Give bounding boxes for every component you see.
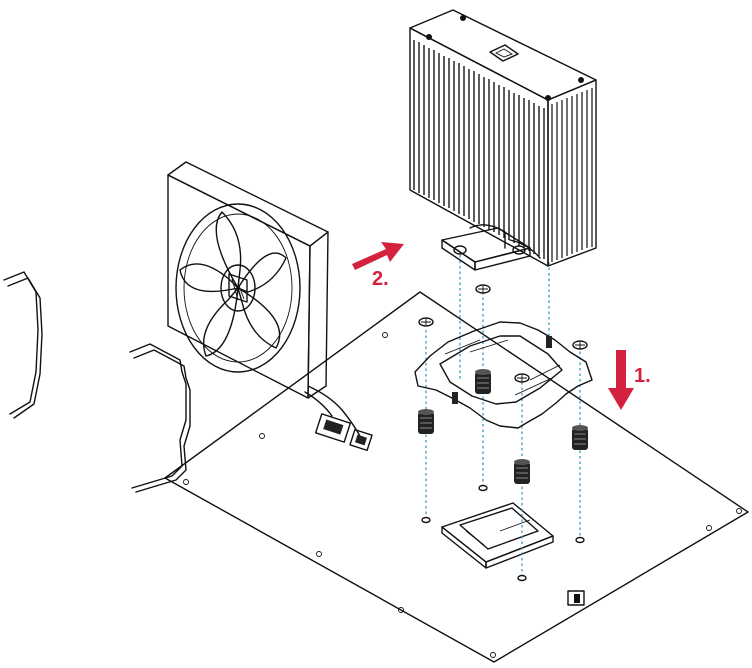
step-1-arrow <box>608 350 634 410</box>
mounting-screws <box>418 284 588 383</box>
motherboard <box>164 291 749 663</box>
mounting-bracket <box>414 321 593 429</box>
cooling-fan <box>167 161 373 452</box>
standoff-nut <box>475 369 491 394</box>
heatsink-tower <box>409 9 597 271</box>
backplate-holes <box>421 484 585 582</box>
screw <box>418 317 434 327</box>
motherboard-mounting-holes <box>183 332 742 658</box>
screw <box>475 284 491 294</box>
step-1-label: 1. <box>634 365 651 387</box>
alignment-guides <box>425 255 581 576</box>
fan-clip-left <box>3 271 43 419</box>
fan-blades <box>179 211 287 357</box>
heatsink-fins <box>413 40 593 262</box>
heatsink-logo-icon <box>489 44 519 62</box>
standoff-nut <box>418 409 434 434</box>
heatsink-base <box>441 224 541 271</box>
step-2-arrow <box>352 242 404 270</box>
fan-logo-icon <box>220 264 256 312</box>
screw <box>572 340 588 350</box>
standoff-nuts <box>418 369 588 484</box>
screw <box>514 373 530 383</box>
fan-clip-right <box>129 343 191 493</box>
cpu <box>441 502 554 569</box>
step-2-label: 2. <box>372 268 389 290</box>
fan-cable <box>304 385 373 452</box>
board-connector <box>567 590 585 606</box>
standoff-nut <box>514 459 530 484</box>
standoff-nut <box>572 425 588 450</box>
